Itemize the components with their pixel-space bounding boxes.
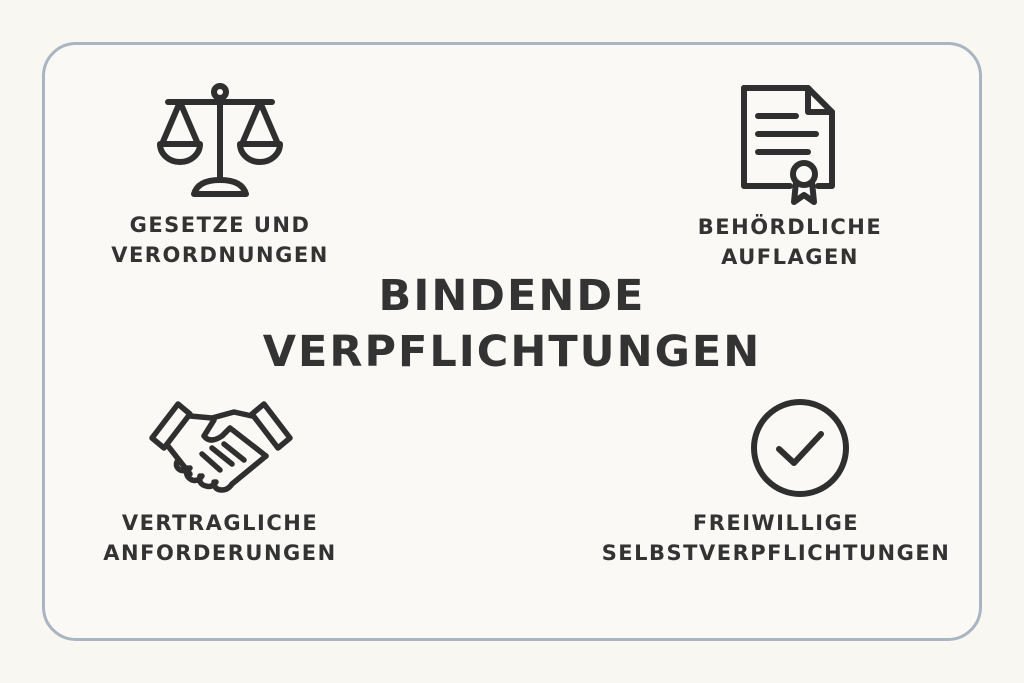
label-behoerdliche: BEHÖRDLICHE AUFLAGEN bbox=[670, 212, 910, 272]
central-title-line2: VERPFLICHTUNGEN bbox=[262, 327, 762, 377]
label-gesetze-line1: GESETZE UND bbox=[129, 213, 311, 237]
label-gesetze: GESETZE UND VERORDNUNGEN bbox=[100, 210, 340, 270]
central-title-line1: BINDENDE bbox=[378, 271, 646, 321]
label-vertragliche-line2: ANFORDERUNGEN bbox=[103, 541, 337, 565]
label-behoerdliche-line1: BEHÖRDLICHE bbox=[697, 215, 883, 239]
label-vertragliche-line1: VERTRAGLICHE bbox=[121, 511, 319, 535]
central-title: BINDENDE VERPFLICHTUNGEN bbox=[212, 268, 812, 380]
handshake-icon bbox=[148, 398, 294, 494]
label-gesetze-line2: VERORDNUNGEN bbox=[111, 243, 329, 267]
label-vertragliche: VERTRAGLICHE ANFORDERUNGEN bbox=[90, 508, 350, 568]
checkmark-circle-icon bbox=[748, 396, 852, 500]
label-freiwillige-line1: FREIWILLIGE bbox=[692, 511, 860, 535]
label-freiwillige: FREIWILLIGE SELBSTVERPFLICHTUNGEN bbox=[590, 508, 962, 568]
label-freiwillige-line2: SELBSTVERPFLICHTUNGEN bbox=[601, 541, 951, 565]
scales-icon bbox=[150, 82, 290, 200]
label-behoerdliche-line2: AUFLAGEN bbox=[721, 245, 859, 269]
certificate-document-icon bbox=[738, 82, 838, 206]
